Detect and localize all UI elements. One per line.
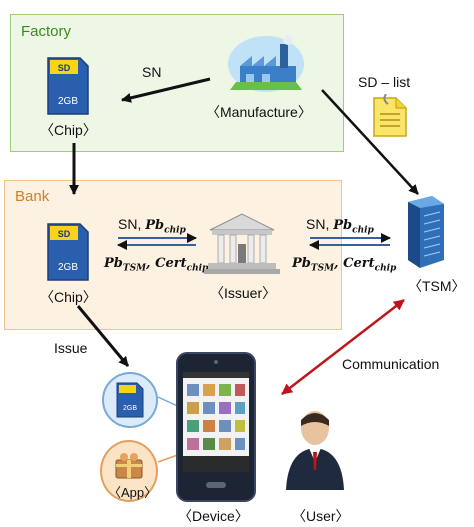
svg-text:SD: SD <box>58 63 71 73</box>
svg-text:2GB: 2GB <box>58 96 78 107</box>
arrow-communication <box>281 299 405 395</box>
arrow-manufacture-to-chip <box>121 77 211 103</box>
sn-label: SN <box>142 64 162 80</box>
bank-building-icon <box>204 213 280 274</box>
arrow-manufacture-to-tsm <box>321 89 419 195</box>
sd-card-icon: SD 2GB <box>47 223 89 281</box>
tsm-label: 〈TSM〉 <box>408 278 466 294</box>
sd-card-icon: 2GB <box>116 382 144 418</box>
factory-title: Factory <box>21 23 72 40</box>
msg-issuer-to-tsm: SN, Pbchip <box>306 216 374 236</box>
msg-tsm-to-issuer: PbTSM, Certchip <box>292 256 397 274</box>
user-label: 〈User〉 <box>292 508 350 524</box>
issue-label: Issue <box>54 340 88 356</box>
app-gift-icon <box>115 453 143 479</box>
factory-icon <box>228 35 304 92</box>
document-icon <box>373 94 407 137</box>
manufacture-label: 〈Manufacture〉 <box>206 104 312 120</box>
server-tower-icon <box>408 196 444 268</box>
app-label: 〈App〉 <box>108 485 158 500</box>
svg-text:2GB: 2GB <box>58 262 78 273</box>
bank-title: Bank <box>15 188 50 205</box>
svg-text:SD: SD <box>58 229 71 239</box>
svg-text:2GB: 2GB <box>123 405 137 412</box>
issuer-label: 〈Issuer〉 <box>210 285 277 301</box>
msg-chip-to-issuer: SN, Pbchip <box>118 216 186 236</box>
communication-label: Communication <box>342 356 440 372</box>
smartphone-icon <box>176 352 256 502</box>
user-person-icon <box>286 411 344 490</box>
sd-list-label: SD – list <box>358 74 411 90</box>
arrow-issue <box>76 305 130 367</box>
device-label: 〈Device〉 <box>178 508 249 524</box>
sd-card-icon: SD 2GB <box>47 57 89 115</box>
msg-issuer-to-chip: PbTSM, Certchip <box>104 256 209 274</box>
chip-factory-label: 〈Chip〉 <box>40 122 97 138</box>
chip-bank-label: 〈Chip〉 <box>40 289 97 305</box>
